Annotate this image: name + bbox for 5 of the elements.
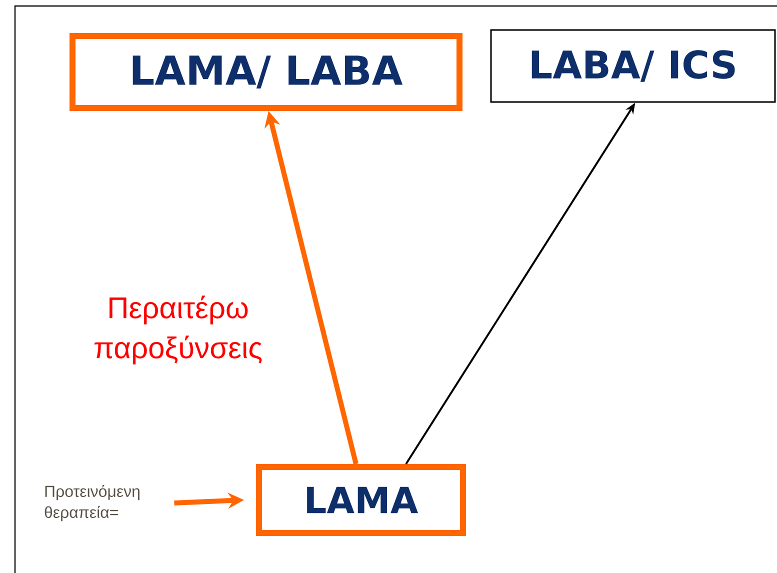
note-text: Προτεινόμενη θεραπεία=: [44, 484, 140, 522]
process-box: LAMA/ LABA: [70, 33, 462, 111]
process-box: LAMA: [256, 464, 466, 536]
process-box: LABA/ ICS: [490, 29, 776, 103]
edge-label: Περαιτέρω παροξύνσεις: [94, 296, 262, 364]
